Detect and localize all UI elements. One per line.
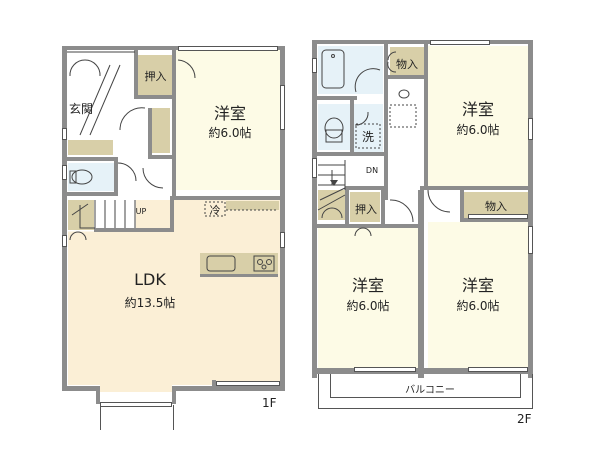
window: [430, 40, 490, 45]
floor-label-2f: 2F: [517, 412, 532, 426]
window: [62, 235, 67, 247]
room-size: 約6.0帖: [346, 299, 390, 313]
window: [178, 46, 278, 51]
window: [100, 402, 172, 407]
room-name: 洋室: [461, 276, 494, 295]
room-size: 約6.0帖: [456, 123, 500, 137]
room-name: 洋室: [461, 100, 494, 119]
window: [528, 118, 533, 140]
stair-landing-2f: [318, 190, 348, 220]
closet-1f: [138, 55, 173, 95]
kitchen-counter: [200, 253, 278, 277]
porch: [100, 405, 174, 430]
balcony-label: バルコニー: [405, 385, 455, 396]
storage-top-label: 物入: [396, 58, 418, 71]
ldk-name: LDK: [134, 270, 166, 289]
floor-label-1f: 1F: [262, 396, 277, 410]
entrance-label: 玄関: [68, 102, 93, 116]
window: [468, 367, 528, 372]
room-name: 洋室: [213, 104, 246, 123]
window: [62, 165, 67, 180]
window: [312, 158, 317, 178]
window: [280, 232, 285, 248]
shoe-cabinet: [68, 140, 113, 155]
bathroom: [318, 46, 383, 94]
washroom-label: 洗: [361, 130, 374, 144]
window: [216, 381, 280, 386]
shelf-1f: [152, 108, 170, 153]
room-size: 約6.0帖: [208, 126, 252, 140]
balcony-inner: [330, 374, 521, 398]
closet-2f-label: 押入: [355, 203, 377, 216]
balcony: [318, 374, 533, 409]
western-room-1f: [175, 50, 280, 190]
room-name: 洋室: [351, 276, 384, 295]
western-room-se: [428, 222, 528, 368]
window: [312, 58, 317, 73]
window: [280, 85, 285, 130]
window: [62, 128, 67, 140]
closet-2f: [350, 192, 380, 222]
storage-mid-label: 物入: [485, 200, 507, 213]
window: [528, 226, 533, 254]
window: [468, 214, 528, 219]
ldk-size: 約13.5帖: [124, 296, 176, 310]
counter-top: [226, 201, 279, 210]
stairs-dn-label: DN: [365, 166, 379, 175]
fridge-label: 冷: [209, 204, 221, 217]
western-room-sw: [318, 228, 418, 368]
western-room-ne: [428, 46, 528, 186]
room-size: 約6.0帖: [456, 299, 500, 313]
ldk-bay: [100, 380, 172, 392]
stairs-up-label: UP: [135, 207, 147, 216]
window: [354, 367, 416, 372]
closet-label: 押入: [144, 70, 167, 83]
storage-mid: [464, 192, 528, 218]
